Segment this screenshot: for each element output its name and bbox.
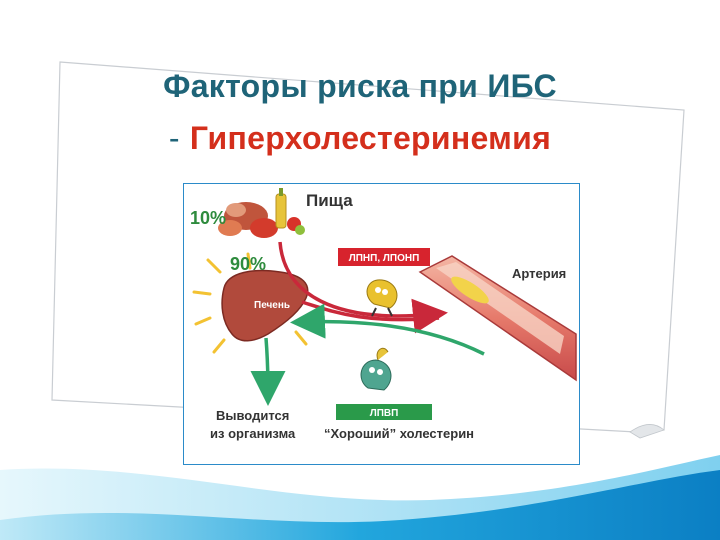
food-percent: 10% (190, 208, 226, 228)
food-label: Пища (306, 191, 353, 210)
liver-label: Печень (254, 300, 290, 311)
ldl-character-icon (366, 279, 398, 317)
hdl-badge (336, 404, 432, 420)
slide-title: Факторы риска при ИБС (163, 68, 557, 104)
diagram-canvas: 10% Пища 90% Печень Артерия ЛПН (190, 188, 577, 441)
ldl-badge-label: ЛПНП, ЛПОНП (349, 253, 420, 264)
artery-label: Артерия (512, 266, 566, 281)
liver-excretion-arrow (250, 337, 286, 406)
slide-subtitle: -Гиперхолестеринемия (0, 120, 720, 157)
excreted-label-line1: Выводится (216, 408, 289, 423)
artery-icon (418, 255, 577, 382)
cholesterol-diagram: 10% Пища 90% Печень Артерия ЛПН (183, 183, 580, 465)
paper-curl (629, 424, 665, 439)
hdl-character-icon (360, 347, 392, 391)
subtitle-accent: Гиперхолестеринемия (189, 120, 552, 156)
subtitle-dash: - (168, 120, 180, 156)
food-icon (218, 188, 305, 238)
artery-to-liver-arrow (290, 303, 485, 356)
hdl-badge-label: ЛПВП (370, 408, 399, 419)
ldl-badge (338, 248, 430, 266)
wave-main (0, 470, 720, 540)
good-cholesterol-label: “Хороший” холестерин (324, 426, 474, 441)
food-to-artery-arrow (278, 241, 448, 334)
liver-percent: 90% (230, 254, 266, 274)
excreted-label-line2: из организма (210, 426, 296, 441)
